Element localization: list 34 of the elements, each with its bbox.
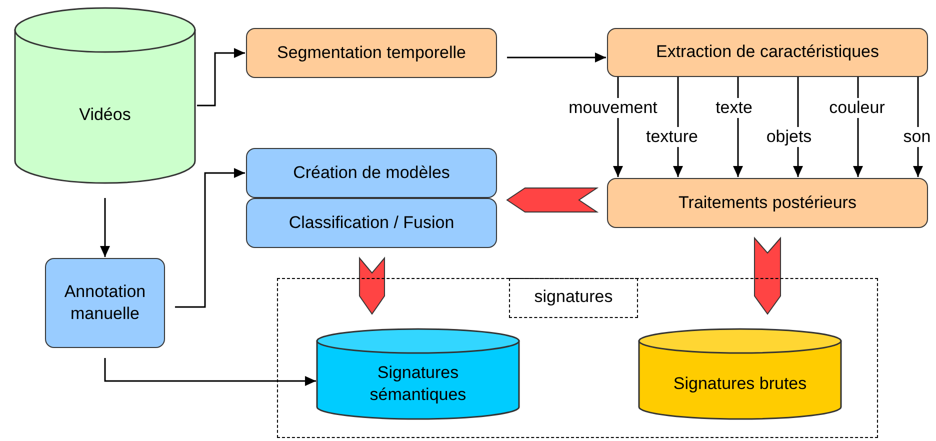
node-label: Annotation manuelle xyxy=(63,280,147,325)
node-label: Vidéos xyxy=(79,104,131,126)
database-cylinder xyxy=(639,329,841,419)
node-label: Traitements postérieurs xyxy=(678,192,856,214)
arrow xyxy=(197,48,245,106)
process-box xyxy=(246,28,497,78)
group-heading: signatures xyxy=(509,278,638,318)
node-label: Signatures sémantiques xyxy=(368,362,468,406)
process-box xyxy=(246,198,497,248)
arrow xyxy=(507,52,606,62)
process-box xyxy=(607,178,928,228)
chevron-arrow xyxy=(359,256,385,315)
arrow xyxy=(100,198,110,257)
edge-label: couleur xyxy=(827,98,887,118)
node-label: Extraction de caractéristiques xyxy=(656,41,879,64)
edge-label: texte xyxy=(714,98,754,118)
chevron-arrow xyxy=(506,188,599,212)
edge-label: texture xyxy=(644,127,700,147)
database-cylinder xyxy=(317,329,519,419)
node-label: Classification / Fusion xyxy=(288,212,454,234)
node-label: Segmentation temporelle xyxy=(276,42,466,64)
chevron-arrow xyxy=(754,236,781,315)
node-label: Création de modèles xyxy=(293,162,450,184)
edge-label: son xyxy=(901,127,933,147)
database-cylinder xyxy=(15,8,195,183)
node-label: Signatures brutes xyxy=(673,372,807,395)
process-box xyxy=(45,258,165,348)
dashed-group xyxy=(277,278,878,438)
arrow xyxy=(104,358,316,386)
process-box xyxy=(607,28,928,77)
arrow xyxy=(175,168,245,308)
edge-label: mouvement xyxy=(566,98,660,118)
edge-label: objets xyxy=(764,127,814,147)
process-box xyxy=(246,148,497,198)
